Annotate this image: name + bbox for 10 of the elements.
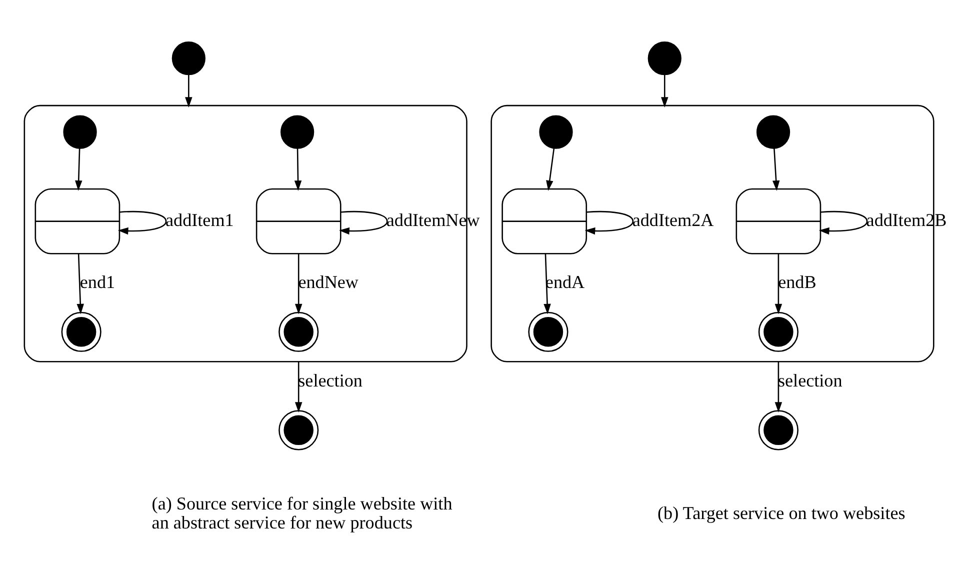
edge-label: endA — [545, 272, 585, 292]
edge-label: endNew — [298, 272, 358, 292]
edge-label: addItem2A — [632, 210, 714, 230]
edge-label: addItem1 — [165, 210, 234, 230]
edge-label: end1 — [80, 272, 116, 292]
edge-label: selection — [778, 370, 842, 390]
label: (a) Source service for single website with an abstract service for new products — [152, 493, 452, 533]
label: (b) Target service on two websites — [658, 503, 906, 524]
edge-label: endB — [778, 272, 816, 292]
edge-label: selection — [298, 370, 362, 390]
